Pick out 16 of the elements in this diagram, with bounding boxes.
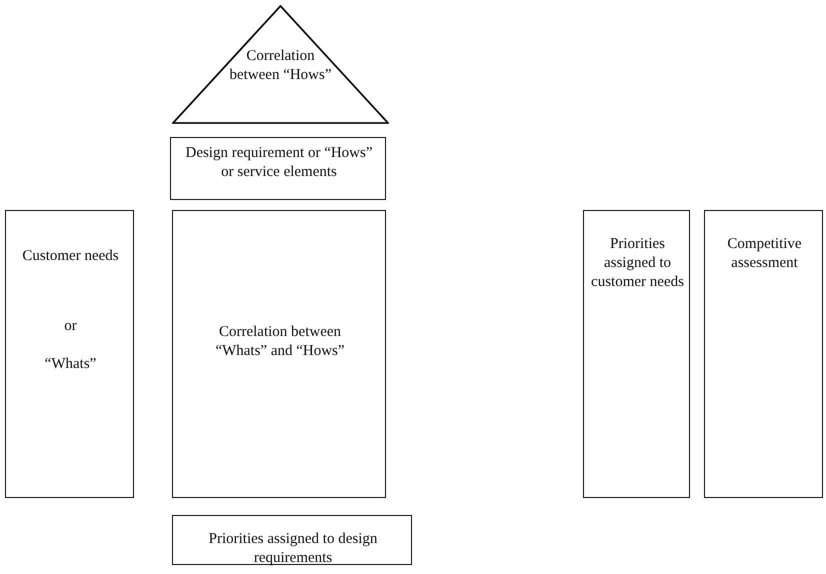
matrix-box	[172, 210, 386, 498]
box-label: or	[63, 317, 78, 336]
roof-triangle	[172, 5, 389, 125]
side-box	[583, 210, 690, 498]
box-label: “Whats”	[44, 355, 98, 374]
footer-box	[172, 515, 412, 565]
box-label: Priorities assigned to design requirements	[208, 530, 378, 568]
box-label: Design requirement or “Hows” or service elements	[184, 144, 374, 182]
header-box	[170, 137, 386, 200]
box-label: Correlation between “Hows”	[228, 47, 333, 85]
side-box	[5, 210, 134, 498]
box-label: Correlation between “Whats” and “Hows”	[214, 323, 346, 361]
box-label: Customer needs	[21, 247, 120, 266]
side-box	[704, 210, 823, 498]
box-label: Priorities assigned to customer needs	[590, 235, 685, 292]
box-label: Competitive assessment	[726, 235, 803, 273]
